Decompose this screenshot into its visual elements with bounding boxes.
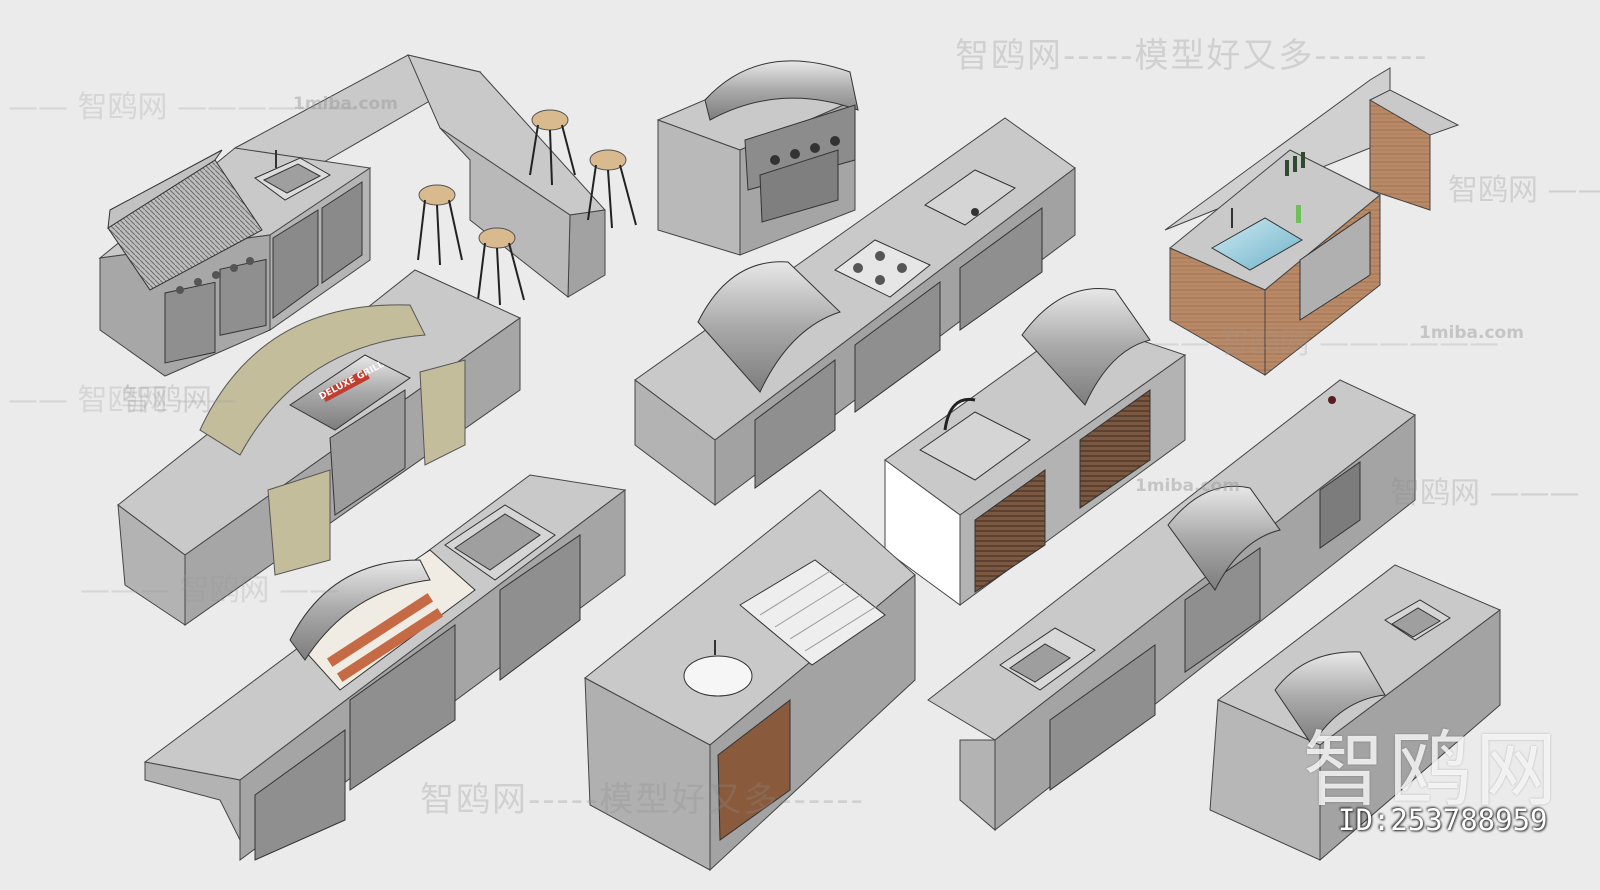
slatted-sink-counter bbox=[584, 489, 916, 872]
bar-stool-3 bbox=[417, 184, 463, 266]
bar-stool-1 bbox=[529, 109, 576, 186]
modular-counter-unit bbox=[927, 379, 1416, 832]
bar-stool-4 bbox=[477, 227, 525, 306]
grill-cart-unit bbox=[656, 60, 859, 256]
bar-stool-2 bbox=[587, 149, 637, 229]
stone-arch-island bbox=[117, 269, 521, 626]
model-id-label: ID:253788959 bbox=[1338, 803, 1548, 837]
l-shaped-kitchen-unit bbox=[98, 54, 637, 377]
louvered-cabinet-unit bbox=[884, 288, 1187, 606]
grill-counter-unit bbox=[143, 474, 627, 861]
brand-logo-text: 智鸥网 bbox=[1303, 723, 1562, 818]
grill-knobs bbox=[176, 257, 254, 294]
grill-burners bbox=[326, 593, 444, 682]
grill-island-unit bbox=[1209, 564, 1501, 862]
long-counter-unit bbox=[634, 117, 1076, 506]
wood-sink-unit bbox=[1164, 67, 1460, 377]
